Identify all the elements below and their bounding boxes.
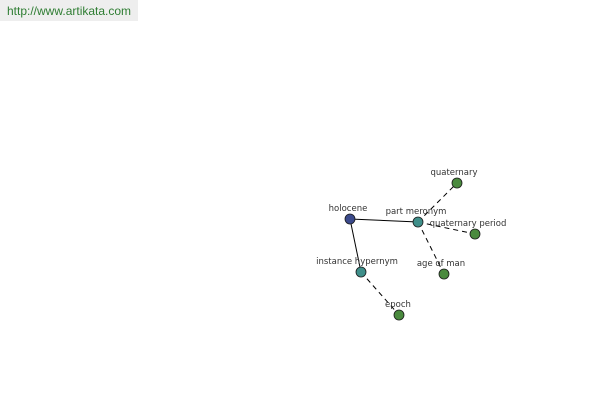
- site-url-banner: http://www.artikata.com: [0, 0, 138, 21]
- graph-edges: [349, 182, 476, 316]
- node-age-of-man[interactable]: [438, 268, 450, 280]
- node-quaternary[interactable]: [451, 177, 463, 189]
- node-quaternary-period[interactable]: [469, 228, 481, 240]
- node-label-quaternary-period[interactable]: quaternary period: [430, 219, 507, 229]
- node-label-epoch[interactable]: epoch: [385, 300, 411, 310]
- edge-holocene-to-part-meronym: [349, 218, 419, 223]
- edge-instance-hypernym-to-epoch: [360, 271, 400, 316]
- site-url-text[interactable]: http://www.artikata.com: [7, 4, 132, 18]
- edge-part-meronym-to-quaternary-period: [417, 221, 476, 235]
- graph-nodes: [344, 177, 481, 321]
- node-part-meronym[interactable]: [412, 216, 424, 228]
- node-label-part-meronym[interactable]: part meronym: [386, 207, 447, 217]
- edge-holocene-to-instance-hypernym: [349, 218, 362, 273]
- node-epoch[interactable]: [393, 309, 405, 321]
- node-label-quaternary[interactable]: quaternary: [430, 168, 477, 178]
- node-holocene[interactable]: [344, 213, 356, 225]
- edge-part-meronym-to-quaternary: [417, 182, 458, 223]
- graph-labels: holocene part meronym instance hypernym qua…: [316, 168, 506, 310]
- node-label-age-of-man[interactable]: age of man: [417, 259, 465, 269]
- node-instance-hypernym[interactable]: [355, 266, 367, 278]
- edge-part-meronym-to-age-of-man: [417, 221, 445, 275]
- node-label-holocene[interactable]: holocene: [329, 204, 368, 214]
- node-label-instance-hypernym[interactable]: instance hypernym: [316, 257, 398, 267]
